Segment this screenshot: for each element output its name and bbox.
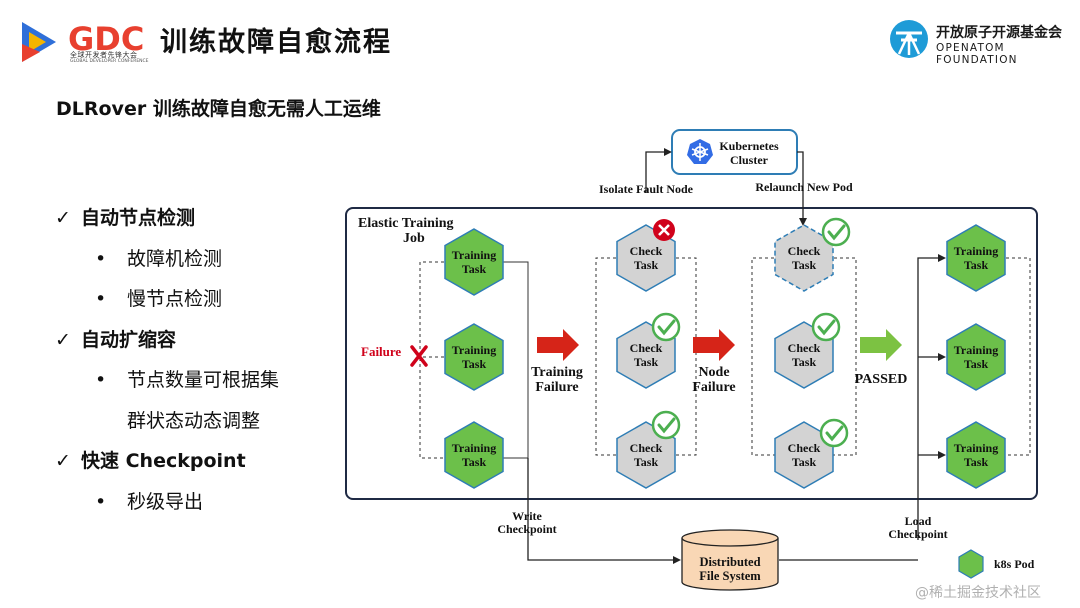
bullet-dot-icon: •	[95, 288, 107, 310]
k8s-cluster-label-2: Cluster	[730, 153, 769, 167]
node-failure-label-1: Node	[698, 365, 729, 380]
failure-label: Failure	[361, 344, 401, 359]
write-checkpoint-label-2: Checkpoint	[497, 522, 556, 536]
k8s-cluster-label-1: Kubernetes	[719, 139, 779, 153]
svg-text:Distributed: Distributed	[699, 555, 760, 569]
elastic-job-label-1: Elastic Training	[358, 216, 454, 231]
bullet-dot-icon: •	[95, 490, 107, 513]
svg-text:Task: Task	[964, 258, 989, 272]
gdc-subtitle-en: GLOBAL DEVELOPER CONFERENCE	[70, 59, 149, 64]
gdc-logo-text: GDC	[68, 20, 144, 58]
svg-text:Check: Check	[788, 341, 821, 355]
pod-check-task-3: Check Task	[616, 421, 676, 489]
pod-check-task-2: Check Task	[616, 321, 676, 389]
svg-text:Task: Task	[462, 262, 487, 276]
check-ok-icon	[821, 217, 851, 247]
passed-label: PASSED	[855, 372, 908, 387]
pod-check-task-4: Check Task	[774, 321, 834, 389]
svg-text:Task: Task	[634, 258, 659, 272]
passed-arrow	[860, 329, 902, 361]
svg-text:Training: Training	[452, 343, 496, 357]
load-checkpoint-label-2: Checkpoint	[888, 527, 947, 541]
kubernetes-icon	[687, 139, 713, 164]
pod-check-task-relaunched: Check Task	[774, 224, 834, 292]
failure-x-icon	[410, 345, 428, 367]
svg-text:Check: Check	[630, 341, 663, 355]
isolate-arrow	[645, 151, 668, 193]
list-item: •秒级导出	[55, 482, 279, 523]
relaunch-arrow	[797, 151, 804, 222]
legend-k8s-pod-label: k8s Pod	[994, 557, 1035, 571]
training-failure-arrow	[537, 329, 579, 361]
node-failure-arrow	[693, 329, 735, 361]
training-failure-label-1: Training	[531, 365, 583, 380]
svg-text:Task: Task	[462, 357, 487, 371]
svg-text:Task: Task	[792, 258, 817, 272]
svg-text:Training: Training	[452, 248, 496, 262]
org-name-cn: 开放原子开源基金会	[936, 25, 1062, 41]
check-icon: ✓	[55, 328, 71, 351]
distributed-file-system: Distributed File System	[681, 529, 779, 591]
bullet-dot-icon: •	[95, 369, 107, 391]
svg-text:Check: Check	[788, 441, 821, 455]
svg-text:Task: Task	[462, 455, 487, 469]
pod-training-task-6: Training Task	[946, 421, 1006, 489]
bullet-dot-icon: •	[95, 247, 107, 270]
list-item-continuation: 群状态动态调整	[127, 409, 261, 432]
svg-text:Training: Training	[954, 244, 998, 258]
list-item: •慢节点检测	[55, 279, 279, 320]
svg-text:Task: Task	[634, 355, 659, 369]
svg-text:Check: Check	[630, 441, 663, 455]
svg-text:Training: Training	[452, 441, 496, 455]
node-failure-label-2: Failure	[692, 380, 735, 395]
svg-text:Check: Check	[788, 244, 821, 258]
svg-text:Training: Training	[954, 441, 998, 455]
pod-check-task-1: Check Task	[616, 224, 676, 292]
gdc-logo: GDC	[22, 20, 144, 62]
check-icon: ✓	[55, 450, 71, 472]
check-ok-icon	[651, 410, 681, 440]
elastic-job-container	[345, 207, 1038, 500]
legend-k8s-pod-icon	[958, 549, 984, 579]
pod-check-task-5: Check Task	[774, 421, 834, 489]
page-title: 训练故障自愈流程	[160, 27, 392, 58]
list-item: •节点数量可根据集	[55, 360, 279, 401]
training-failure-label-2: Failure	[535, 380, 578, 395]
load-checkpoint-label-1: Load	[905, 514, 932, 528]
check-ok-icon	[811, 312, 841, 342]
list-item: ✓自动扩缩容	[55, 320, 279, 361]
openatom-logo-icon	[890, 20, 928, 58]
list-item: ✓快速 Checkpoint	[55, 441, 279, 482]
feature-list: ✓自动节点检测 •故障机检测 •慢节点检测 ✓自动扩缩容 •节点数量可根据集 群…	[55, 198, 279, 522]
pod-training-task-1: Training Task	[444, 228, 504, 296]
fault-cross-icon	[653, 219, 675, 241]
pod-training-task-4: Training Task	[946, 224, 1006, 292]
svg-text:Check: Check	[630, 244, 663, 258]
relaunch-new-pod-label: Relaunch New Pod	[755, 180, 853, 194]
pod-training-task-2: Training Task	[444, 323, 504, 391]
org-name-en: OPENATOM FOUNDATION	[936, 42, 1018, 66]
check-icon: ✓	[55, 207, 71, 229]
svg-text:Task: Task	[634, 455, 659, 469]
check-ok-icon	[819, 418, 849, 448]
check-ok-icon	[651, 312, 681, 342]
slide-subtitle: DLRover 训练故障自愈无需人工运维	[56, 98, 381, 120]
svg-text:Task: Task	[792, 355, 817, 369]
svg-text:Task: Task	[792, 455, 817, 469]
pod-training-task-5: Training Task	[946, 323, 1006, 391]
gdc-subtitle-cn: 全球开发者先锋大会	[70, 51, 138, 59]
elastic-job-label-2: Job	[403, 231, 425, 246]
write-checkpoint-arrow	[527, 458, 676, 561]
write-checkpoint-label-1: Write	[512, 509, 542, 523]
isolate-fault-node-label: Isolate Fault Node	[599, 182, 694, 196]
svg-text:Task: Task	[964, 455, 989, 469]
svg-text:Task: Task	[964, 357, 989, 371]
list-item: ✓自动节点检测	[55, 198, 279, 239]
watermark: @稀土掘金技术社区	[915, 585, 1041, 601]
list-item: •故障机检测	[55, 239, 279, 280]
svg-text:Training: Training	[954, 343, 998, 357]
svg-text:File System: File System	[699, 569, 761, 583]
pod-training-task-3: Training Task	[444, 421, 504, 489]
